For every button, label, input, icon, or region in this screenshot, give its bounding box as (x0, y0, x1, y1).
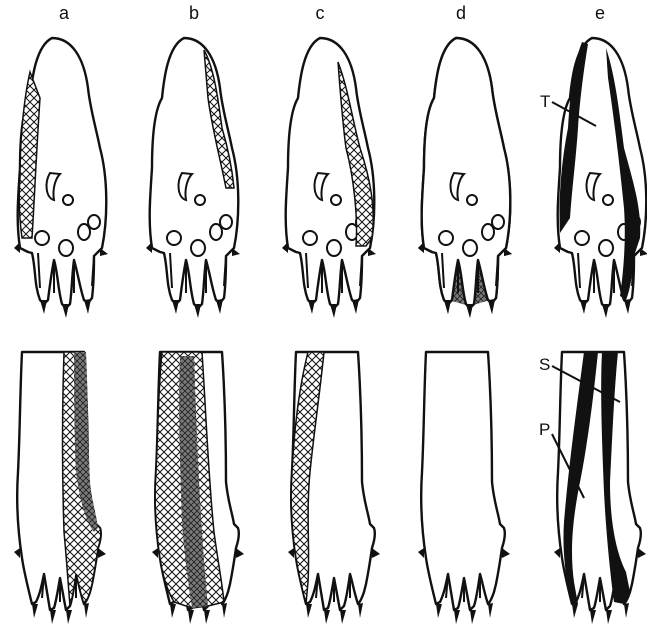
paw-e-plantar (552, 38, 647, 318)
paw-a-dorsal (14, 352, 106, 624)
paw-d-dorsal (418, 352, 510, 624)
paw-e-dorsal (552, 352, 646, 624)
paw-a-plantar (14, 38, 108, 318)
paw-b-dorsal (152, 352, 244, 624)
paw-c-dorsal (288, 352, 380, 624)
paw-c-plantar (282, 38, 376, 318)
paw-d-plantar (418, 38, 512, 318)
paw-b-plantar (146, 38, 240, 318)
